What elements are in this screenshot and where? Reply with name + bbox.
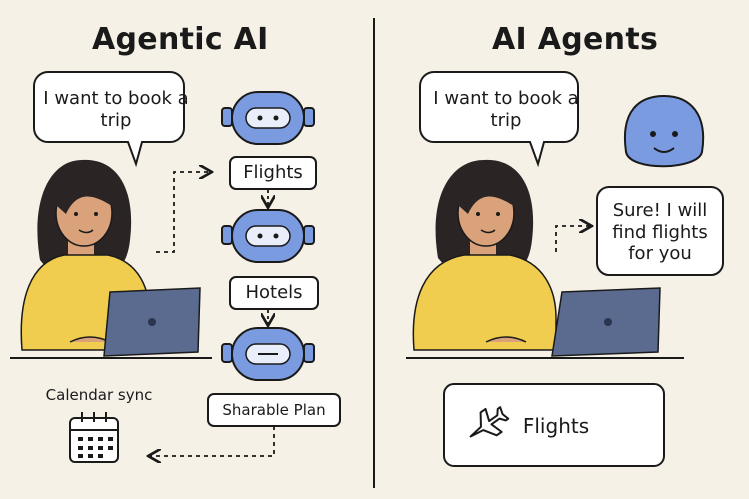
calendar-icon bbox=[69, 412, 119, 463]
arrow-to-reply bbox=[555, 226, 590, 252]
sharable-plan-label: Sharable Plan bbox=[222, 401, 326, 419]
robot-icon bbox=[221, 327, 315, 381]
robot-icon bbox=[221, 209, 315, 263]
right-title: AI Agents bbox=[492, 22, 659, 57]
left-title: Agentic AI bbox=[92, 22, 269, 57]
calendar-sync-label: Calendar sync bbox=[45, 386, 153, 404]
airplane-icon bbox=[469, 406, 510, 438]
flights-result-label: Flights bbox=[522, 414, 590, 438]
left-speech-text: I want to book a trip bbox=[43, 88, 189, 131]
arrow-to-flights bbox=[156, 172, 210, 253]
flights-result-card bbox=[443, 383, 665, 467]
flights-step-label: Flights bbox=[243, 162, 303, 184]
reply-text: Sure! I will find flights for you bbox=[612, 200, 708, 265]
hotels-step-label: Hotels bbox=[245, 282, 303, 304]
robot-icon bbox=[221, 91, 315, 145]
hotels-step-box bbox=[229, 276, 319, 310]
right-laptop bbox=[406, 287, 684, 359]
reply-box bbox=[596, 186, 724, 276]
left-speech-bubble bbox=[33, 71, 185, 168]
right-woman-illustration bbox=[412, 159, 557, 351]
arrow-to-calendar bbox=[150, 426, 275, 456]
right-speech-bubble bbox=[419, 71, 579, 168]
smiley-agent-icon bbox=[623, 94, 705, 168]
right-speech-text: I want to book a trip bbox=[433, 88, 579, 131]
flights-step-box bbox=[229, 156, 317, 190]
left-laptop bbox=[10, 287, 212, 359]
